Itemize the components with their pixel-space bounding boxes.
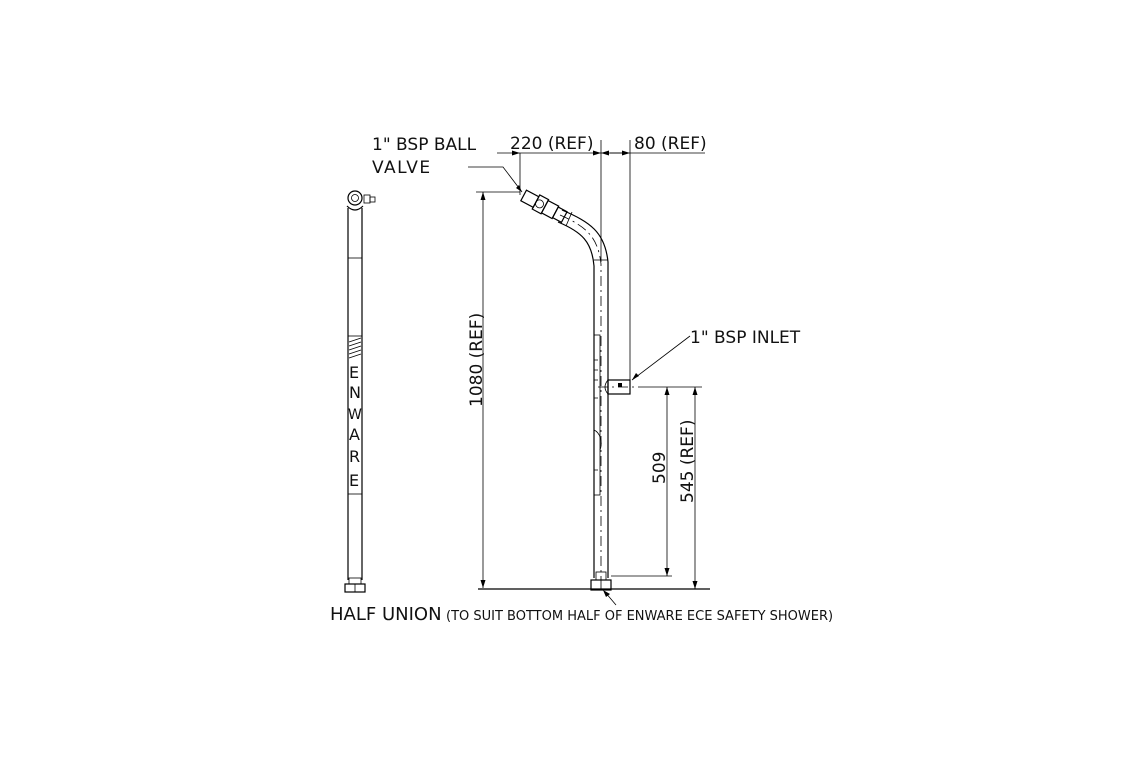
half-union-note: (TO SUIT BOTTOM HALF OF ENWARE ECE SAFET… [446,609,833,624]
dim-inlet-height-ref: 545 (REF) [678,420,698,503]
brand-letter: E [349,363,359,382]
half-union-label: HALF UNION [330,604,442,625]
dim-offset-inlet: 80 (REF) [634,134,707,154]
dim-width-top: 220 (REF) [510,134,593,154]
ball-valve-label-line2: VALVE [372,158,432,178]
brand-letter: E [349,471,359,490]
brand-letter: W [348,407,362,423]
ball-valve-label-line1: 1" BSP BALL [372,135,477,155]
dim-inlet-height: 509 [650,452,670,484]
elevation-view-pipe [520,189,640,591]
brand-letters-side: E N W A R E [348,363,362,490]
brand-letter: A [349,425,360,444]
inlet-label: 1" BSP INLET [690,328,801,348]
dim-height-total: 1080 (REF) [467,313,487,407]
dimension-lines [468,140,710,606]
brand-letter: N [349,383,361,402]
side-view-pipe [344,190,376,593]
brand-letter: R [349,447,360,466]
